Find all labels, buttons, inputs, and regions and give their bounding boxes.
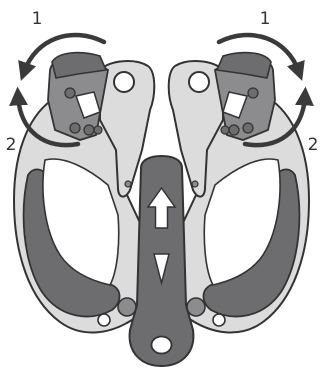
right-rivet-2 <box>243 123 253 133</box>
left-cam-hole <box>114 72 134 92</box>
step-label-1-right: 1 <box>260 9 271 29</box>
right-axle <box>187 298 205 316</box>
attachment-hole <box>152 337 172 354</box>
left-axle-hole <box>98 314 110 326</box>
left-rivet-1 <box>65 88 75 98</box>
center-plate <box>130 156 194 366</box>
right-half <box>169 53 309 333</box>
right-rivet-4 <box>221 126 229 134</box>
left-pin <box>125 181 131 187</box>
left-rivet-4 <box>94 126 102 134</box>
right-cam-hole <box>189 72 209 92</box>
right-rivet-3 <box>229 125 239 135</box>
right-pin <box>192 181 198 187</box>
step-label-2-left: 2 <box>6 135 17 155</box>
left-axle <box>118 298 136 316</box>
left-half <box>14 53 154 333</box>
right-rivet-1 <box>248 88 258 98</box>
left-rivet-2 <box>70 123 80 133</box>
step-label-2-right: 2 <box>308 135 319 155</box>
step-label-1-left: 1 <box>32 9 43 29</box>
right-axle-hole <box>213 314 225 326</box>
left-rivet-3 <box>84 125 94 135</box>
